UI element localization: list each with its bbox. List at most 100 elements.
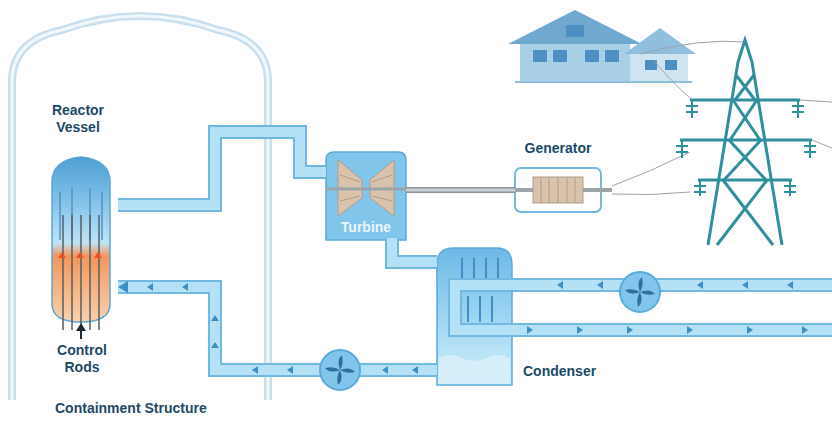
insulator (804, 151, 816, 153)
transmission-tower (724, 140, 766, 180)
pipe-core (118, 132, 326, 205)
node-label: Reactor Vessel (38, 102, 118, 136)
control-rod-arrow (76, 323, 86, 331)
condenser-tubes (467, 296, 469, 322)
vessel-flow-lines (101, 192, 103, 240)
heat-mark (76, 252, 84, 258)
control-rod (80, 215, 82, 330)
flow-chevron (787, 281, 793, 289)
turbine-blade-lines (340, 175, 360, 182)
insulator (686, 111, 698, 113)
flow-chevron (287, 366, 293, 374)
house-body (520, 40, 630, 82)
flow-chevron (577, 326, 583, 334)
condenser-tubes (497, 258, 499, 278)
control-rod (71, 215, 73, 330)
house-window (566, 25, 584, 37)
flow-chevron (211, 315, 219, 321)
flow-chevron (687, 326, 693, 334)
house-roof (508, 10, 642, 44)
power-line (612, 192, 690, 195)
pipe-wall (118, 287, 437, 370)
transmission-tower (680, 40, 812, 245)
pipe-wall (392, 238, 437, 262)
flow-chevron (742, 281, 748, 289)
insulator (792, 105, 804, 107)
insulator (686, 105, 698, 107)
generator-coil-lines (558, 177, 559, 203)
flow-chevrons (147, 281, 808, 374)
flow-chevron (182, 283, 188, 291)
insulator (694, 185, 706, 187)
insulator (792, 111, 804, 113)
generator-coil-lines (567, 177, 568, 203)
pipe-wall (406, 187, 515, 193)
feedwater-pump (325, 355, 355, 385)
condenser-tubes (485, 258, 487, 278)
generator-coil (533, 177, 583, 203)
transmission-tower (680, 139, 812, 142)
condenser-tubes (491, 296, 493, 322)
control-rod-arrow (76, 323, 86, 339)
flow-chevron (557, 281, 563, 289)
power-line (655, 62, 692, 100)
insulator (797, 100, 799, 118)
condenser-tubes (473, 258, 475, 278)
control-rod (62, 215, 64, 330)
transmission-tower (690, 99, 800, 102)
power-line (800, 100, 832, 102)
transmission-tower (698, 179, 792, 182)
heat-mark (94, 252, 102, 258)
insulator (676, 100, 816, 196)
generator-coil-lines (541, 177, 575, 203)
control-rod (63, 215, 99, 330)
insulator (694, 191, 706, 193)
insulator (809, 140, 811, 158)
transmission-tower (730, 100, 760, 140)
house-window (665, 60, 677, 70)
turbine-blade-lines (340, 196, 360, 201)
pipe-core (118, 287, 437, 370)
turbine-shaft (326, 188, 406, 191)
insulator (681, 140, 683, 158)
house-base (515, 81, 692, 83)
generator: Generator (515, 138, 601, 214)
turbine-blade-lines (372, 175, 392, 182)
generator-coil-lines (541, 177, 542, 203)
cooling-pump (620, 272, 660, 312)
flow-chevron (802, 326, 808, 334)
drive-shaft (406, 190, 515, 191)
power-line (612, 152, 690, 186)
reactor-vessel: Reactor Vessel (38, 100, 118, 322)
flow-chevron (252, 366, 258, 374)
house-window (605, 50, 619, 62)
control-rods-label: Control Rods (43, 342, 121, 376)
house-window (533, 50, 547, 62)
node-label: Condenser (523, 363, 596, 380)
transmission-tower (708, 40, 782, 245)
condenser-tubes (479, 296, 481, 322)
flow-chevron (211, 342, 219, 348)
insulator (699, 180, 701, 196)
turbine-casing (326, 152, 406, 240)
flow-chevron (597, 281, 603, 289)
water-pipe (118, 287, 437, 370)
control-rod (98, 215, 100, 330)
house-wing-roof (624, 28, 696, 54)
heat-mark (58, 252, 102, 258)
transmission-tower (717, 180, 773, 245)
condenser: Condenser (437, 246, 609, 386)
pipe-core (392, 238, 437, 262)
condenser-water (439, 355, 510, 383)
cooling-pump (620, 272, 660, 312)
node-label: Turbine (341, 219, 391, 236)
water-pipe (118, 132, 326, 205)
condenser-tubes (461, 258, 463, 278)
house-window (553, 50, 567, 62)
turbine: Turbine (326, 152, 406, 240)
insulator (804, 145, 816, 147)
flow-chevron (382, 366, 388, 374)
flow-chevron (747, 326, 753, 334)
house-window (585, 50, 599, 62)
